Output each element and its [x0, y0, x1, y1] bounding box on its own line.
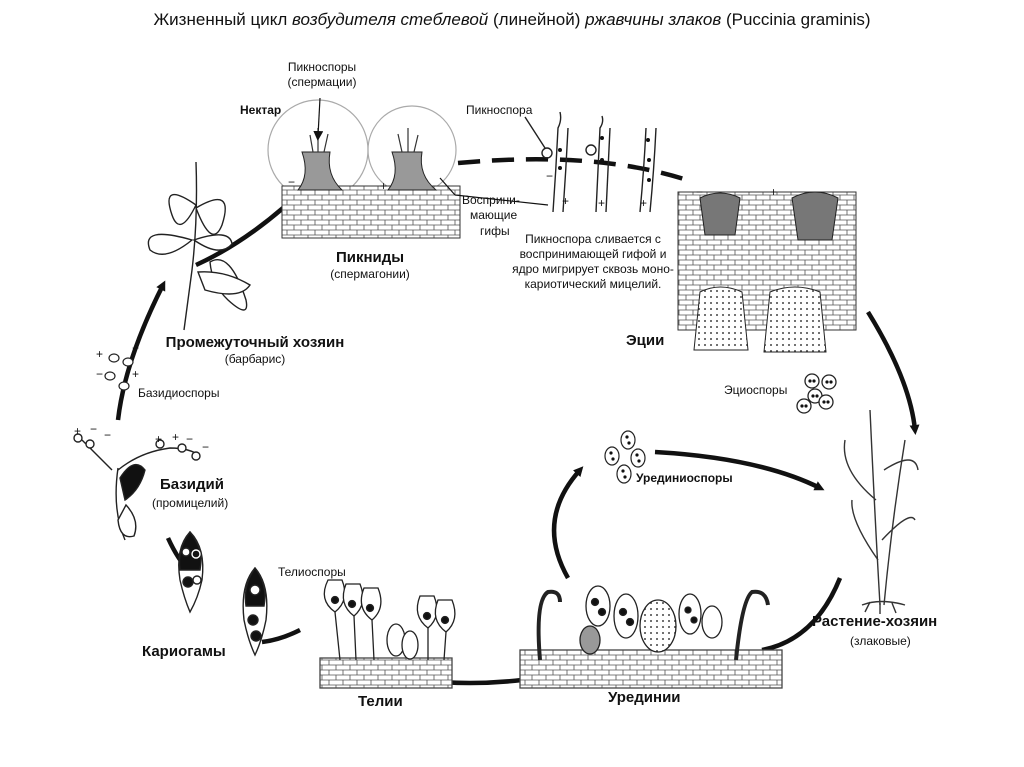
- title-part: Жизненный цикл: [153, 10, 293, 29]
- svg-text:+: +: [562, 194, 569, 208]
- uredinia-illustration: [519, 585, 783, 689]
- cereals-label: (злаковые): [850, 634, 911, 648]
- basidium-illustration: [73, 433, 201, 541]
- cycle-arc: [195, 206, 285, 268]
- pycnidia-illustration: − +: [267, 97, 549, 239]
- telia-label: Телии: [358, 693, 403, 710]
- basidiospores-illustration: + − − +: [96, 341, 139, 391]
- title-part: (линейной): [488, 10, 586, 29]
- svg-text:−: −: [288, 175, 295, 189]
- basidiospores-label: Базидиоспоры: [138, 386, 220, 400]
- title-part: (Puccinia graminis): [721, 10, 871, 29]
- aecia-label: Эции: [626, 332, 665, 349]
- sign-minus: −: [90, 422, 98, 436]
- svg-text:+: +: [132, 367, 139, 381]
- svg-text:−: −: [696, 185, 703, 199]
- cycle-arc: [866, 310, 920, 435]
- cycle-arc: [261, 627, 302, 645]
- sign-minus: −: [202, 440, 210, 454]
- urediniospores-illustration: [604, 430, 646, 484]
- host-plant-illustration: [843, 409, 919, 614]
- svg-text:+: +: [770, 185, 777, 199]
- alternate-host-label: Промежуточный хозяин: [165, 334, 345, 351]
- cycle-arc: [115, 280, 166, 421]
- title-part-italic: ржавчины злаков: [585, 10, 722, 29]
- basidium-label: Базидий: [160, 476, 224, 493]
- urediniospore-loop-arrow: [551, 466, 584, 580]
- karyogamy-illustration: [178, 530, 268, 657]
- promycelium-label: (промицелий): [152, 496, 229, 510]
- fusion-note-line1: Пикноспора сливается с: [525, 232, 661, 246]
- receptive-hyphae-label-line2: мающие: [470, 208, 518, 222]
- aeciospores-illustration: [796, 373, 837, 414]
- svg-text:−: −: [546, 169, 553, 183]
- telia-illustration: [319, 579, 456, 689]
- urediniospores-label: Урединиоспоры: [636, 471, 733, 485]
- receptive-hyphae-illustration: − +: [524, 111, 657, 213]
- sign-minus: −: [186, 432, 194, 446]
- spermogonia-label: (спермагонии): [330, 267, 410, 281]
- svg-text:−: −: [132, 341, 139, 355]
- receptive-hyphae-label-line1: Восприни-: [462, 193, 520, 207]
- sign-plus: +: [172, 430, 180, 444]
- karyogamy-label: Кариогамы: [142, 643, 226, 660]
- fusion-note-line4: кариотический мицелий.: [524, 277, 662, 291]
- receptive-hyphae-label-line3: гифы: [480, 224, 510, 238]
- nectar-label: Нектар: [240, 103, 282, 117]
- page-title: Жизненный цикл возбудителя стеблевой (ли…: [0, 10, 1024, 30]
- cycle-arc-dashed: [457, 157, 694, 185]
- sign-plus: +: [598, 196, 606, 210]
- aeciospores-label: Эциоспоры: [724, 383, 788, 397]
- cycle-arc: [761, 577, 843, 653]
- barberry-plant-illustration: [147, 161, 251, 331]
- pycnospores-label: Пикноспоры: [287, 60, 357, 74]
- aecia-illustration: − +: [677, 185, 857, 353]
- svg-text:+: +: [380, 179, 387, 193]
- fusion-note-line3: ядро мигрирует сквозь моно-: [512, 262, 674, 276]
- svg-text:+: +: [96, 347, 103, 361]
- pycnospore-label: Пикноспора: [466, 103, 533, 117]
- svg-text:−: −: [96, 367, 103, 381]
- uredinia-label: Урединии: [608, 689, 681, 706]
- sign-plus: +: [155, 432, 163, 446]
- urediniospore-loop-arrow: [654, 449, 825, 491]
- fusion-note-line2: воспринимающей гифой и: [519, 247, 667, 261]
- host-plant-label: Растение-хозяин: [812, 613, 938, 630]
- pycnidia-label: Пикниды: [335, 249, 405, 266]
- teliospores-label: Телиоспоры: [278, 565, 346, 579]
- sign-minus: −: [104, 428, 112, 442]
- barberry-label: (барбарис): [224, 352, 286, 366]
- spermatia-label: (спермации): [287, 75, 357, 89]
- title-part-italic: возбудителя стеблевой: [292, 10, 489, 29]
- sign-plus: +: [74, 424, 82, 438]
- sign-plus: +: [640, 196, 648, 210]
